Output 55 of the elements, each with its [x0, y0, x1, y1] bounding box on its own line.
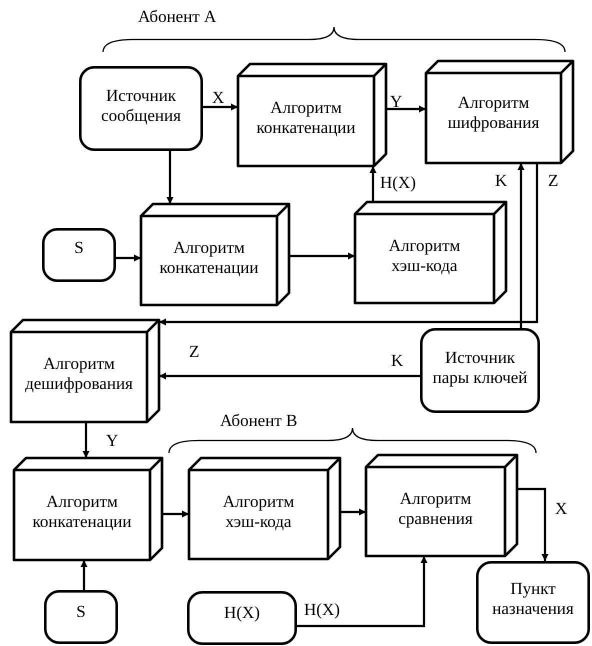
edge-label: K — [391, 352, 404, 369]
signal-label: Z — [189, 343, 200, 360]
arrow — [116, 254, 141, 262]
process-block — [14, 458, 162, 560]
arrow — [159, 372, 420, 380]
arrow — [82, 422, 90, 458]
node-label: Алгоритм сравнения — [397, 489, 474, 530]
arrow — [340, 508, 366, 516]
group-label: Абонент B — [220, 412, 298, 429]
edge-label: X — [212, 89, 224, 106]
arrow — [159, 163, 538, 326]
terminal-box — [187, 591, 297, 645]
process-block — [426, 61, 573, 163]
edge-label: Z — [548, 172, 558, 189]
group-label: Абонент А — [138, 8, 216, 25]
arrow — [162, 510, 189, 518]
node-label: S — [73, 238, 85, 258]
terminal-box — [420, 328, 540, 413]
arrow — [518, 163, 524, 328]
edge-label: Y — [390, 93, 402, 110]
node-label: Алгоритм конкатенации — [158, 238, 260, 279]
node-label: Пункт назначения — [491, 579, 575, 620]
node-label: Алгоритм хэш-кода — [388, 236, 462, 277]
arrow — [166, 151, 174, 204]
node-label: Источник сообщения — [100, 86, 182, 127]
node-label: Алгоритм конкатенации — [255, 98, 356, 139]
process-block — [355, 202, 506, 303]
node-label: Алгоритм хэш-кода — [222, 492, 296, 533]
terminal-box — [44, 590, 118, 644]
process-block — [141, 204, 289, 305]
node-label: Источник пары ключей — [432, 348, 528, 389]
arrow — [289, 252, 355, 260]
node-label: Алгоритм дешифрования — [24, 354, 134, 395]
arrow — [297, 556, 428, 628]
edge-label: H(X) — [304, 601, 340, 618]
terminal-box — [42, 228, 116, 282]
node-label: H(X) — [223, 603, 261, 624]
process-block — [189, 458, 340, 559]
edge-label: X — [555, 500, 568, 517]
arrow — [370, 166, 376, 202]
arrow — [203, 104, 238, 110]
node-label: S — [75, 602, 87, 622]
edge-label: H(X) — [380, 174, 416, 191]
node-label: Алгоритм конкатенации — [31, 492, 132, 533]
arrow — [517, 488, 548, 561]
terminal-box — [476, 561, 590, 644]
arrow — [386, 106, 426, 112]
arrow — [80, 560, 88, 590]
edge-label: Y — [106, 432, 118, 449]
node-label: Алгоритм шифрования — [446, 93, 540, 134]
terminal-box — [79, 66, 203, 151]
process-block — [11, 320, 159, 422]
edge-label: K — [495, 172, 508, 189]
process-block — [238, 64, 386, 166]
process-block — [366, 455, 517, 556]
